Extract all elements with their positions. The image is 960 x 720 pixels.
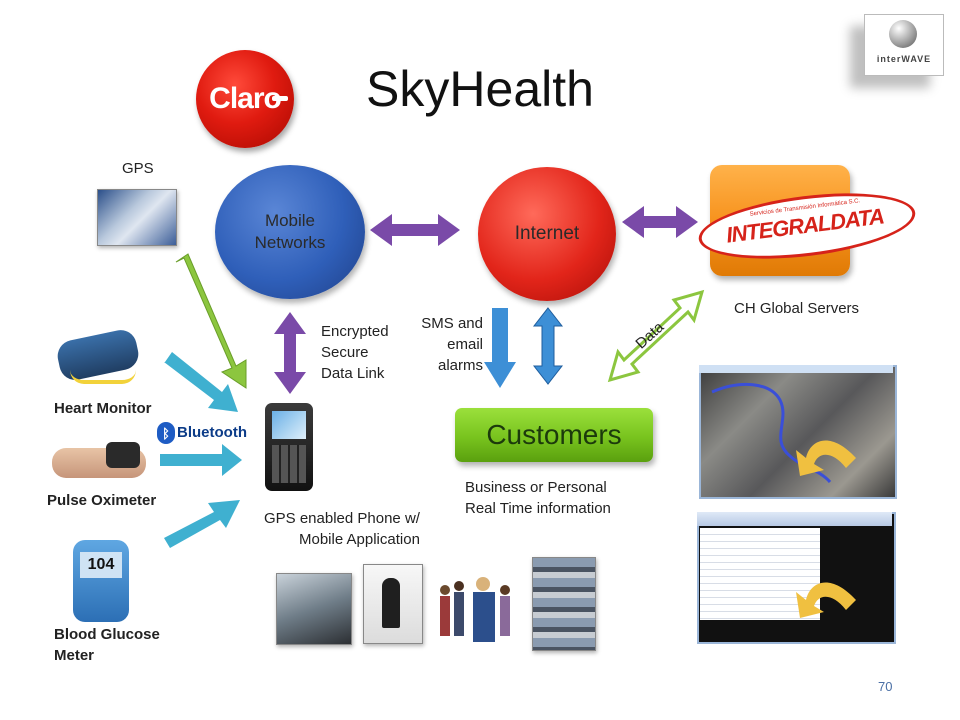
- bluetooth-icon: ᛒ: [157, 422, 175, 444]
- claro-logo-dash: [272, 96, 288, 101]
- mobile-networks-node: Mobile Networks: [215, 165, 365, 299]
- arrow-heart-phone: [164, 352, 238, 412]
- page-number: 70: [878, 679, 893, 694]
- heart-monitor-label: Heart Monitor: [54, 400, 152, 417]
- blood-glucose-label: Blood Glucose Meter: [54, 626, 160, 664]
- encrypted-link-label: Encrypted Secure Data Link: [321, 323, 389, 382]
- mobile-networks-label-2: Networks: [254, 233, 326, 252]
- arrow-mobile-phone: [274, 312, 306, 394]
- smartphone-keyboard: [272, 445, 306, 483]
- arrow-sms-customers: [484, 308, 516, 388]
- map-screenshot-titlebar: [699, 365, 893, 373]
- interwave-logo-text: interWAVE: [876, 54, 932, 64]
- arrow-internet-customers: [532, 307, 564, 385]
- pulse-oximeter-label: Pulse Oximeter: [47, 492, 157, 509]
- map-tracking-screenshot: [699, 365, 897, 499]
- business-label: Business or Personal Real Time informati…: [465, 479, 611, 517]
- servers-label: CH Global Servers: [734, 300, 860, 317]
- phone-label: GPS enabled Phone w/ Mobile Application: [264, 510, 420, 548]
- arrow-data: [607, 289, 705, 383]
- gps-label: GPS: [122, 160, 154, 177]
- spreadsheet-toolbar: [697, 512, 892, 526]
- arrow-mobile-internet: [370, 214, 460, 246]
- arrow-oximeter-phone: [160, 444, 242, 476]
- bluetooth-label: Bluetooth: [177, 424, 247, 441]
- page-title: SkyHealth: [366, 61, 594, 117]
- internet-node: Internet: [478, 167, 616, 301]
- heart-monitor-wire: [70, 370, 136, 384]
- customers-node: Customers: [455, 408, 653, 462]
- group-people-photo: [435, 568, 520, 644]
- customers-label: Customers: [486, 419, 622, 450]
- internet-label: Internet: [514, 223, 580, 244]
- arrow-internet-servers: [622, 206, 698, 238]
- pulse-oximeter-device: [106, 442, 140, 468]
- running-figure: [382, 578, 400, 628]
- arrow-gps-phone: [175, 253, 247, 389]
- gps-satellite-image: [97, 189, 177, 246]
- interwave-globe-icon: [889, 20, 917, 48]
- arrow-glucose-phone: [164, 500, 240, 548]
- glucose-meter-screen: 104: [80, 552, 122, 578]
- mobile-networks-label-1: Mobile: [264, 211, 316, 230]
- sms-alarms-label: SMS and email alarms: [421, 315, 483, 374]
- driver-photo: [276, 573, 352, 645]
- smartphone-screen: [272, 411, 306, 439]
- traffic-photo: [532, 557, 596, 651]
